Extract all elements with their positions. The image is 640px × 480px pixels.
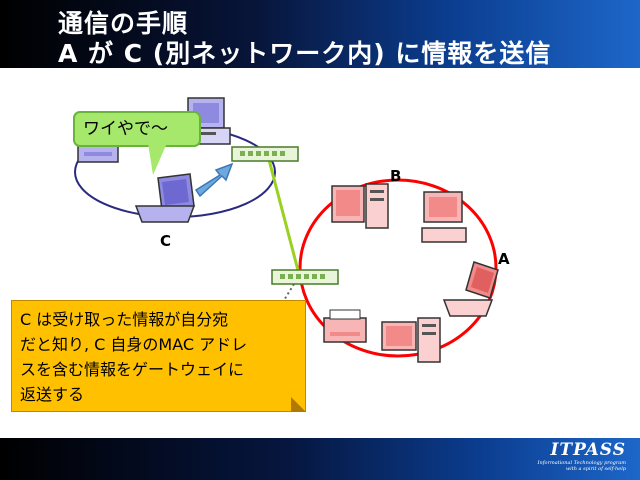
speech-bubble-tail bbox=[148, 143, 167, 175]
desktop-monitor-right-icon bbox=[421, 191, 467, 243]
right-network-ring bbox=[298, 178, 498, 358]
explanation-callout: C は受け取った情報が自分宛 だと知り, C 自身のMAC アドレ スを含む情報… bbox=[11, 300, 306, 412]
router-link-line bbox=[266, 155, 302, 279]
laptop-c-icon bbox=[134, 173, 196, 223]
title-band bbox=[0, 0, 640, 68]
laptop-a-icon bbox=[442, 261, 499, 317]
itpass-logo: ITPASS Informational Technology program … bbox=[538, 440, 626, 472]
label-node-c: C bbox=[160, 232, 172, 250]
slide-title-line-2: A が C (別ネットワーク内) に情報を送信 bbox=[58, 39, 552, 68]
lower-hub-icon bbox=[271, 269, 339, 285]
desktop-b-icon bbox=[331, 183, 389, 229]
send-arrow-icon bbox=[194, 162, 234, 198]
label-node-a: A bbox=[498, 250, 510, 268]
network-diagram bbox=[74, 97, 499, 363]
callout-line-2: だと知り, C 自身のMAC アドレ bbox=[20, 335, 248, 354]
itpass-tagline-1: Informational Technology program bbox=[537, 460, 626, 466]
callout-line-3: スを含む情報をゲートウェイに bbox=[20, 360, 245, 379]
footer-band bbox=[0, 438, 640, 480]
desktop-bottom-icon bbox=[381, 317, 441, 363]
upper-hub-icon bbox=[231, 146, 299, 162]
itpass-tagline-2: with a spirit of self-help bbox=[565, 466, 626, 472]
callout-line-4: 返送する bbox=[20, 385, 85, 404]
slide-title-line-1: 通信の手順 bbox=[58, 9, 189, 38]
speech-bubble: ワイやで～ bbox=[73, 111, 201, 147]
itpass-logo-text: ITPASS bbox=[550, 440, 626, 460]
right-printer-icon bbox=[323, 309, 367, 343]
callout-line-1: C は受け取った情報が自分宛 bbox=[20, 310, 229, 329]
callout-folded-corner bbox=[291, 397, 306, 412]
label-node-b: B bbox=[390, 167, 402, 185]
